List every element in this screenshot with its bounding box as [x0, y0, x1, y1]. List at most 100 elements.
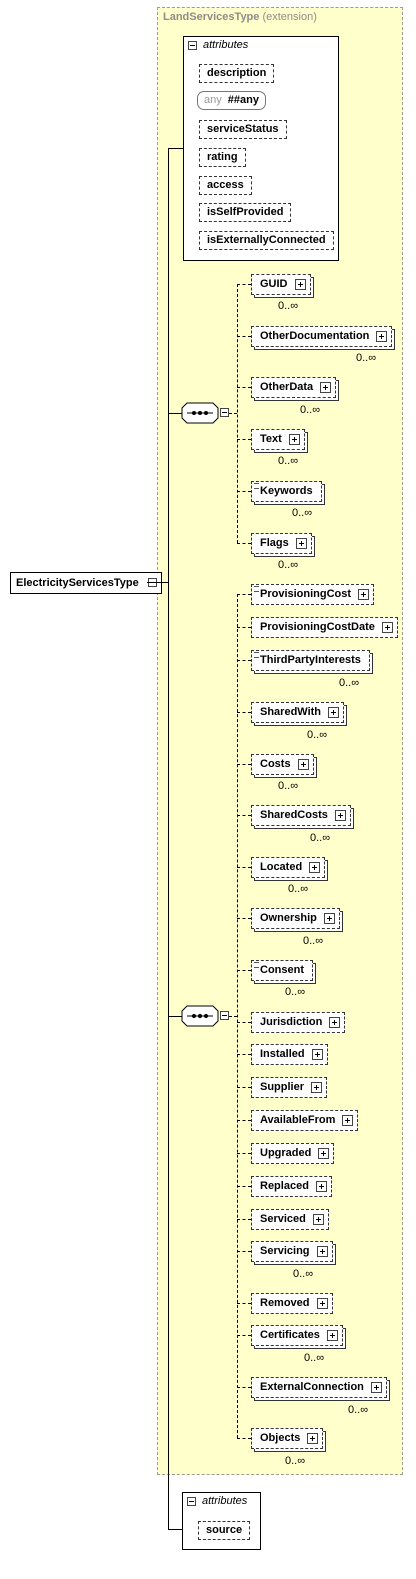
element-provisioningcost-name: ProvisioningCost — [260, 588, 352, 600]
expand-icon[interactable] — [381, 622, 393, 633]
branch-consent — [237, 970, 251, 971]
element-replaced[interactable]: Replaced — [251, 1176, 332, 1197]
branch-certificates — [237, 1335, 251, 1336]
element-ownership[interactable]: Ownership — [251, 908, 340, 929]
element-otherdata-name: OtherData — [260, 381, 314, 393]
element-keywords-name: Keywords — [260, 485, 313, 497]
attributes2-connector — [168, 1529, 182, 1530]
attribute-source[interactable]: source — [198, 1521, 251, 1540]
expand-icon[interactable] — [294, 279, 306, 290]
element-jurisdiction[interactable]: Jurisdiction — [251, 1012, 346, 1033]
element-installed-name: Installed — [260, 1048, 305, 1060]
element-removed[interactable]: Removed — [251, 1293, 333, 1314]
element-supplier-name: Supplier — [260, 1081, 305, 1093]
collapse-attributes-icon[interactable] — [187, 1497, 196, 1506]
expand-icon[interactable] — [328, 707, 340, 718]
expand-icon[interactable] — [326, 1330, 338, 1341]
expand-icon[interactable] — [318, 1148, 330, 1159]
branch-sharedcosts — [237, 815, 251, 816]
expand-icon[interactable] — [323, 913, 335, 924]
element-sharedwith-name: SharedWith — [260, 706, 322, 718]
branch-replaced — [237, 1186, 251, 1187]
expand-icon[interactable] — [334, 810, 346, 821]
element-availablefrom[interactable]: AvailableFrom — [251, 1110, 359, 1131]
expand-icon[interactable] — [311, 1082, 323, 1093]
element-ownership-name: Ownership — [260, 912, 317, 924]
expand-icon[interactable] — [312, 1214, 324, 1225]
attribute-description[interactable]: description — [199, 64, 275, 83]
cardinality: 0..∞ — [356, 352, 377, 364]
element-installed[interactable]: Installed — [251, 1044, 328, 1065]
branch-servicing — [237, 1251, 251, 1252]
expand-icon[interactable] — [370, 1382, 382, 1393]
expand-icon[interactable] — [376, 331, 388, 342]
expand-icon[interactable] — [309, 862, 321, 873]
element-otherdata[interactable]: OtherData — [251, 377, 337, 398]
expand-icon[interactable] — [315, 1181, 327, 1192]
expand-icon[interactable] — [295, 538, 307, 549]
element-guid[interactable]: GUID — [251, 274, 311, 295]
expand-icon[interactable] — [297, 759, 309, 770]
cardinality: 0..∞ — [307, 729, 328, 741]
element-text-name: Text — [260, 433, 282, 445]
cardinality: 0..∞ — [304, 1352, 325, 1364]
expand-icon[interactable] — [288, 434, 300, 445]
element-externalconnection[interactable]: ExternalConnection — [251, 1377, 387, 1398]
branch-otherdata — [237, 387, 251, 388]
element-sharedcosts-name: SharedCosts — [260, 809, 328, 821]
element-objects[interactable]: Objects — [251, 1428, 324, 1449]
element-provisioningcostdate[interactable]: ProvisioningCostDate — [251, 617, 398, 638]
element-keywords[interactable]: Keywords — [251, 481, 322, 502]
expand-icon[interactable] — [329, 1017, 341, 1028]
collapse-sequence-icon[interactable] — [220, 1011, 229, 1020]
element-availablefrom-name: AvailableFrom — [260, 1114, 336, 1126]
element-costs-name: Costs — [260, 758, 291, 770]
expand-icon[interactable] — [307, 1433, 319, 1444]
expand-icon[interactable] — [342, 1115, 354, 1126]
element-located[interactable]: Located — [251, 857, 326, 878]
any-attribute[interactable]: any##any — [197, 91, 266, 110]
attribute-isexternallyconnected[interactable]: isExternallyConnected — [199, 231, 334, 250]
expand-icon[interactable] — [316, 1246, 328, 1257]
root-element[interactable]: ElectricityServicesType — [10, 572, 162, 594]
root-connector — [147, 582, 168, 583]
collapse-sequence-icon[interactable] — [220, 408, 229, 417]
any-value: ##any — [227, 94, 259, 106]
simple-content-icon — [254, 483, 259, 489]
element-provisioningcost[interactable]: ProvisioningCost — [251, 584, 375, 605]
collapse-attributes-icon[interactable] — [188, 41, 197, 50]
seq2-connector — [168, 1016, 182, 1017]
cardinality: 0..∞ — [278, 780, 299, 792]
element-text[interactable]: Text — [251, 429, 305, 450]
expand-icon[interactable] — [311, 1049, 323, 1060]
element-flags[interactable]: Flags — [251, 533, 312, 554]
branch-sharedwith — [237, 712, 251, 713]
element-certificates[interactable]: Certificates — [251, 1325, 343, 1346]
element-upgraded[interactable]: Upgraded — [251, 1143, 335, 1164]
extension-type-name: LandServicesType — [163, 11, 260, 23]
attribute-servicestatus[interactable]: serviceStatus — [199, 120, 287, 139]
branch-externalconnection — [237, 1387, 251, 1388]
element-objects-name: Objects — [260, 1432, 301, 1444]
element-servicing[interactable]: Servicing — [251, 1241, 333, 1262]
element-serviced[interactable]: Serviced — [251, 1209, 329, 1230]
seq1-out — [229, 413, 237, 414]
element-otherdocumentation[interactable]: OtherDocumentation — [251, 326, 393, 347]
expand-icon[interactable] — [316, 1298, 328, 1309]
cardinality: 0..∞ — [285, 1455, 306, 1467]
branch-jurisdiction — [237, 1022, 251, 1023]
element-supplier[interactable]: Supplier — [251, 1077, 328, 1098]
simple-content-icon — [254, 586, 259, 592]
element-costs[interactable]: Costs — [251, 754, 314, 775]
attribute-access[interactable]: access — [199, 176, 252, 195]
cardinality: 0..∞ — [278, 559, 299, 571]
element-consent[interactable]: Consent — [251, 960, 313, 981]
element-thirdpartyinterests[interactable]: ThirdPartyInterests — [251, 650, 370, 671]
attribute-isselfprovided[interactable]: isSelfProvided — [199, 203, 292, 222]
element-sharedcosts[interactable]: SharedCosts — [251, 805, 351, 826]
attribute-rating[interactable]: rating — [199, 148, 246, 167]
element-located-name: Located — [260, 861, 303, 873]
expand-icon[interactable] — [320, 382, 332, 393]
element-sharedwith[interactable]: SharedWith — [251, 702, 345, 723]
expand-icon[interactable] — [358, 589, 370, 600]
